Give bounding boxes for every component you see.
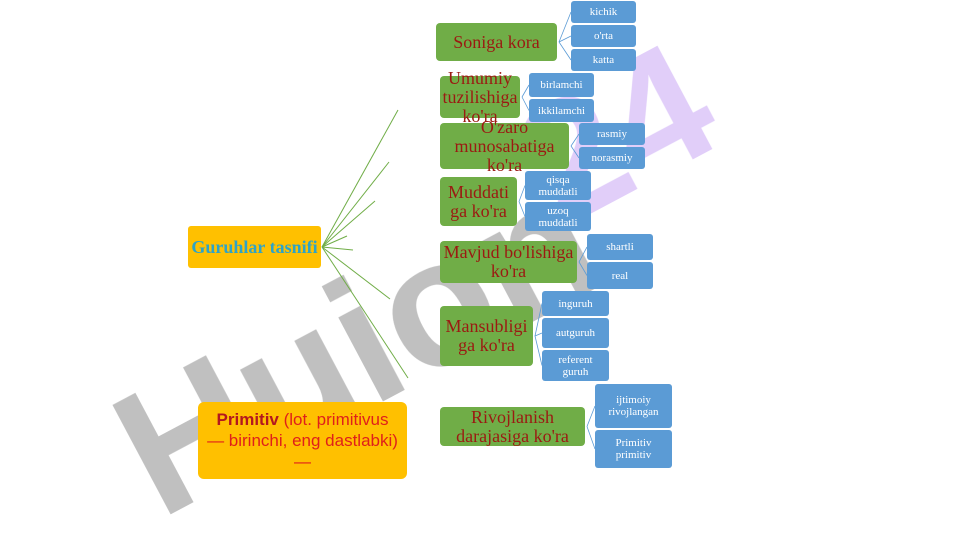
leaf-label: autguruh: [555, 327, 596, 339]
definition-text: (lot. primitivus — birinchi, eng dastlab…: [207, 410, 398, 471]
category-muddati-ga-kora[interactable]: Muddati ga ko'ra: [440, 177, 517, 226]
leaf-label: birlamchi: [540, 79, 583, 91]
leaf-label: ikkilamchi: [537, 104, 586, 117]
leaf-connector: [518, 185, 526, 202]
leaf-ijtimoiy-rivojlangan[interactable]: ijtimoiy rivojlangan: [595, 384, 672, 428]
category-label: Soniga kora: [453, 31, 540, 52]
leaf-connector: [578, 261, 588, 276]
leaf-connector: [570, 145, 580, 159]
root-connector: [321, 246, 409, 379]
leaf-label: katta: [592, 54, 615, 66]
leaf-birlamchi[interactable]: birlamchi: [529, 73, 594, 97]
category-label: Umumiy tuzilishiga ko'ra: [442, 67, 518, 126]
category-mavjud-bolishiga-kora[interactable]: Mavjud bo'lishiga ko'ra: [440, 241, 577, 283]
leaf-label: ijtimoiy rivojlangan: [608, 394, 659, 418]
leaf-label: qisqa muddatli: [538, 173, 578, 198]
leaf-rasmiy[interactable]: rasmiy: [579, 123, 645, 145]
leaf-inguruh[interactable]: inguruh: [542, 291, 609, 316]
leaf-primitiv-primitiv[interactable]: Primitiv primitiv: [595, 430, 672, 468]
leaf-label: referent guruh: [558, 353, 593, 378]
leaf-label: Primitiv primitiv: [615, 437, 652, 461]
leaf-label: real: [611, 269, 629, 282]
leaf-ikkilamchi[interactable]: ikkilamchi: [529, 99, 594, 122]
leaf-connector: [534, 335, 543, 366]
leaf-connector: [586, 405, 596, 427]
category-soniga-kora[interactable]: Soniga kora: [436, 23, 557, 61]
leaf-uzoq-muddatli[interactable]: uzoq muddatli: [525, 202, 591, 231]
root-connector: [321, 246, 391, 300]
leaf-connector: [521, 84, 530, 98]
leaf-orta[interactable]: o'rta: [571, 25, 636, 47]
leaf-real[interactable]: real: [587, 262, 653, 289]
category-mansubligi-ga-kora[interactable]: Mansubligi ga ko'ra: [440, 306, 533, 366]
definition-box: Primitiv (lot. primitivus — birinchi, en…: [198, 402, 407, 479]
category-umumiy-tuzilishiga-kora[interactable]: Umumiy tuzilishiga ko'ra: [440, 68, 520, 125]
leaf-autguruh[interactable]: autguruh: [542, 318, 609, 348]
root-node[interactable]: Guruhlar tasnifi: [188, 226, 321, 268]
root-connector: [321, 235, 348, 248]
leaf-referent-guruh[interactable]: referent guruh: [542, 350, 609, 381]
root-connector: [321, 200, 376, 248]
leaf-connector: [578, 246, 588, 263]
leaf-katta[interactable]: katta: [571, 49, 636, 71]
leaf-connector: [558, 35, 572, 43]
category-label: Mavjud bo'lishiga ko'ra: [443, 242, 574, 281]
definition-term: Primitiv: [216, 410, 279, 429]
leaf-kichik[interactable]: kichik: [571, 1, 636, 23]
leaf-connector: [570, 133, 580, 147]
root-connector: [321, 161, 390, 248]
leaf-label: kichik: [589, 6, 618, 18]
leaf-connector: [534, 332, 543, 337]
leaf-label: rasmiy: [597, 128, 627, 140]
root-label: Guruhlar tasnifi: [191, 236, 318, 257]
leaf-label: norasmiy: [591, 152, 633, 164]
leaf-label: shartli: [606, 241, 634, 253]
category-label: O'zaro munosabatiga ko'ra: [454, 116, 555, 175]
leaf-connector: [558, 11, 572, 43]
leaf-connector: [586, 426, 596, 450]
category-label: Muddati ga ko'ra: [448, 181, 509, 221]
category-label: Mansubligi ga ko'ra: [445, 316, 528, 355]
leaf-connector: [521, 96, 530, 111]
root-connector: [321, 246, 354, 251]
leaf-label: inguruh: [558, 297, 593, 310]
leaf-connector: [518, 201, 526, 217]
leaf-qisqa-muddatli[interactable]: qisqa muddatli: [525, 171, 591, 200]
leaf-norasmiy[interactable]: norasmiy: [579, 147, 645, 169]
category-rivojlanish-darajasiga-kora[interactable]: Rivojlanish darajasiga ko'ra: [440, 407, 585, 446]
root-connector: [321, 109, 399, 248]
leaf-shartli[interactable]: shartli: [587, 234, 653, 260]
leaf-label: o'rta: [593, 30, 614, 42]
category-label: Rivojlanish darajasiga ko'ra: [456, 406, 569, 446]
leaf-connector: [558, 41, 572, 61]
category-ozaro-munosabatiga-kora[interactable]: O'zaro munosabatiga ko'ra: [440, 117, 569, 174]
leaf-connector: [534, 303, 543, 337]
leaf-label: uzoq muddatli: [538, 204, 578, 229]
